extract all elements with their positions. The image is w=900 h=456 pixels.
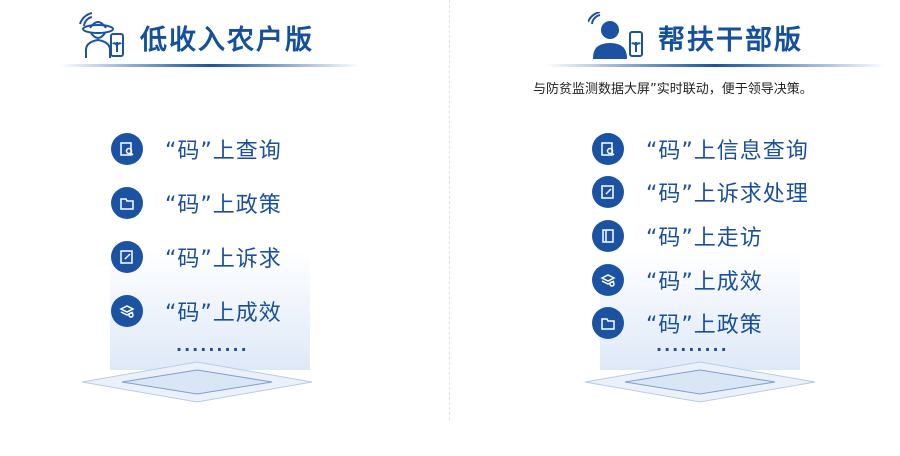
item-label: “码”上走访	[646, 226, 763, 251]
left-item-results[interactable]: “码”上成效	[111, 295, 282, 327]
officer-phone-icon	[587, 11, 648, 64]
edit-note-icon	[111, 241, 143, 273]
left-glow	[110, 250, 310, 370]
left-title-underline	[60, 64, 360, 67]
left-item-policy[interactable]: “码”上政策	[111, 187, 282, 219]
column-divider	[449, 0, 450, 420]
right-item-appeal-handling[interactable]: “码”上诉求处理	[592, 176, 809, 208]
item-label: “码”上成效	[165, 301, 282, 326]
layers-check-icon	[111, 295, 143, 327]
left-more-dots: ·········	[176, 340, 249, 359]
right-platform	[584, 361, 816, 403]
folder-icon	[592, 307, 624, 339]
left-platform	[81, 361, 313, 403]
left-item-appeal[interactable]: “码”上诉求	[111, 241, 282, 273]
item-label: “码”上政策	[165, 193, 282, 218]
search-document-icon	[111, 133, 143, 165]
item-label: “码”上查询	[165, 139, 282, 164]
left-title: 低收入农户版	[140, 25, 314, 56]
phone-book-icon	[592, 220, 624, 252]
item-label: “码”上诉求	[165, 247, 282, 272]
right-item-policy[interactable]: “码”上政策	[592, 307, 763, 339]
right-glow	[600, 250, 800, 370]
search-document-icon	[592, 133, 624, 165]
right-item-results[interactable]: “码”上成效	[592, 264, 763, 296]
right-item-info-query[interactable]: “码”上信息查询	[592, 133, 809, 165]
edit-note-icon	[592, 176, 624, 208]
item-label: “码”上成效	[646, 270, 763, 295]
right-item-visit[interactable]: “码”上走访	[592, 220, 763, 252]
item-label: “码”上信息查询	[646, 139, 809, 164]
right-title-underline	[545, 64, 885, 67]
layers-check-icon	[592, 264, 624, 296]
item-label: “码”上政策	[646, 313, 763, 338]
right-more-dots: ·········	[656, 340, 729, 359]
farmer-phone-icon	[78, 12, 130, 64]
item-label: “码”上诉求处理	[646, 182, 809, 207]
right-title: 帮扶干部版	[658, 25, 803, 56]
left-item-query[interactable]: “码”上查询	[111, 133, 282, 165]
right-subtitle: 与防贫监测数据大屏”实时联动，便于领导决策。	[533, 82, 813, 97]
folder-icon	[111, 187, 143, 219]
